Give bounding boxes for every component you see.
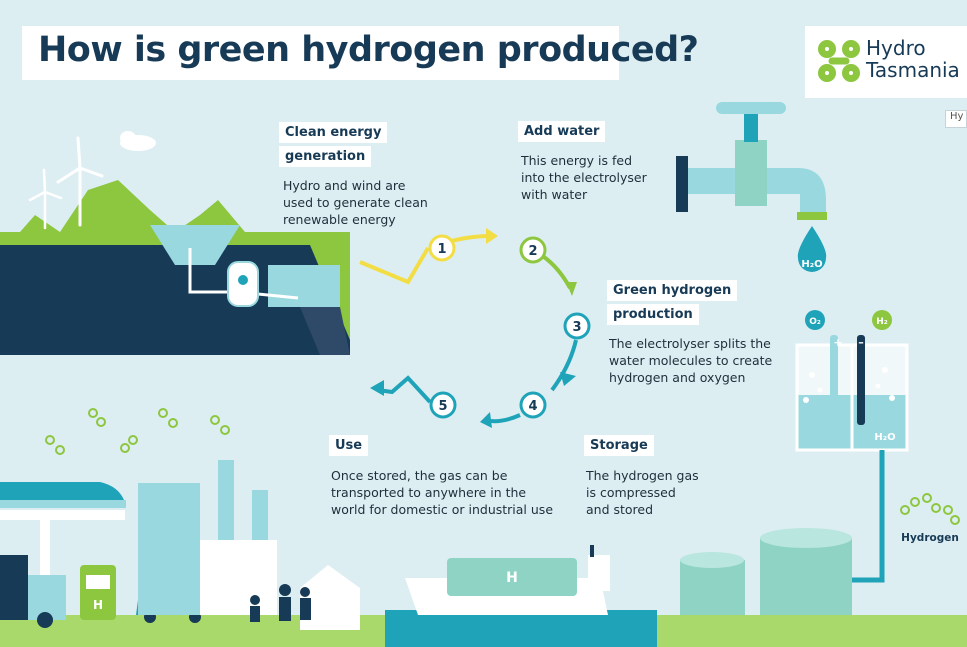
penstock-pipe: [188, 248, 299, 300]
step-5-heading: Use: [329, 435, 369, 456]
step-circle-1: 1: [428, 234, 456, 262]
step-5-body-line: Once stored, the gas can be: [331, 468, 508, 483]
hydrogen-pump-icon: [80, 565, 116, 620]
ship-h-label: H: [506, 570, 518, 586]
o2-label: O₂: [809, 317, 821, 327]
page-title: How is green hydrogen produced?: [38, 30, 699, 70]
step-3-body-line: water molecules to create: [609, 353, 773, 368]
step-number-3: 3: [572, 320, 581, 335]
step-circle-3: 3: [563, 312, 591, 340]
step-4-body-line: and stored: [586, 502, 654, 517]
step-5-body-line: transported to anywhere in the: [331, 485, 527, 500]
pump-h-label: H: [93, 598, 103, 612]
step-4-body-line: is compressed: [586, 485, 676, 500]
step-1-heading-line-2: generation: [279, 146, 372, 167]
water-drop-icon: [797, 226, 827, 272]
train-icon: [0, 482, 126, 508]
step-circle-4: 4: [519, 391, 547, 419]
step-1-body-line: renewable energy: [283, 212, 396, 227]
truck-icon: [0, 555, 66, 628]
tab-stub[interactable]: Hy: [945, 110, 967, 128]
step-4-heading: Storage: [584, 435, 654, 456]
title-banner: [22, 26, 619, 80]
cargo-ship-icon: [385, 545, 657, 647]
logo-text: Hydro Tasmania: [866, 37, 960, 81]
step-4-body-line: The hydrogen gas: [586, 468, 699, 483]
step-circle-5: 5: [429, 391, 457, 419]
step-3-body-line: The electrolyser splits the: [609, 336, 771, 351]
tank-water-label: H₂O: [874, 432, 895, 443]
step-1-body-line: Hydro and wind are: [283, 178, 406, 193]
step-2-body-line: This energy is fed: [521, 153, 633, 168]
station-roof: [0, 510, 125, 520]
water-tap-icon: [676, 102, 827, 220]
step-3-heading-line-1: Green hydrogen: [607, 280, 738, 301]
molecule-icons: [45, 408, 960, 525]
output-arrow: [377, 375, 432, 404]
step-2-body-line: into the electrolyser: [521, 170, 647, 185]
step-number-4: 4: [528, 399, 537, 414]
step-1-body: Hydro and wind are used to generate clea…: [283, 177, 428, 228]
step-2-heading: Add water: [518, 121, 606, 142]
water-drop-label: H₂O: [801, 259, 822, 270]
people-icons: [250, 584, 311, 622]
step-5-body-line: world for domestic or industrial use: [331, 502, 554, 517]
minus-sign: –: [858, 336, 864, 349]
hydrogen-pipe: [850, 450, 885, 583]
reservoir-water: [150, 225, 240, 265]
step-3-heading-line-2: production: [607, 304, 699, 325]
energy-input-arrow: [359, 246, 430, 285]
step-2-body-line: with water: [521, 187, 588, 202]
oxygen-bubble-icon: [805, 310, 825, 330]
step-4-body: The hydrogen gas is compressed and store…: [586, 467, 699, 518]
wind-turbine-icon: [28, 136, 104, 230]
logo-line-1: Hydro: [866, 36, 926, 60]
step-number-2: 2: [528, 244, 537, 259]
step-2-body: This energy is fed into the electrolyser…: [521, 152, 647, 203]
plus-sign: +: [833, 336, 842, 349]
step-circle-2: 2: [519, 236, 547, 264]
dam-rock: [0, 245, 350, 355]
buildings: [138, 460, 360, 630]
river-water: [268, 265, 340, 307]
step-1-heading: Clean energy generation: [279, 121, 388, 167]
hydro-tasmania-logo-icon: [818, 40, 860, 82]
step-5-body: Once stored, the gas can be transported …: [331, 467, 553, 518]
logo-line-2: Tasmania: [866, 58, 960, 82]
hydrogen-bubble-icon: [872, 310, 892, 330]
step-1-body-line: used to generate clean: [283, 195, 428, 210]
step-3-body-line: hydrogen and oxygen: [609, 370, 746, 385]
step-3-heading: Green hydrogen production: [607, 279, 738, 325]
step-1-heading-line-1: Clean energy: [279, 122, 388, 143]
electrolyser-tank: [795, 335, 909, 452]
storage-tank-large: [760, 528, 852, 622]
storage-tank-small: [680, 552, 745, 618]
hydrogen-label: Hydrogen: [901, 532, 959, 544]
h2-label: H₂: [876, 317, 888, 327]
step-number-1: 1: [437, 242, 446, 257]
step-3-body: The electrolyser splits the water molecu…: [609, 335, 772, 386]
step-number-5: 5: [438, 399, 447, 414]
